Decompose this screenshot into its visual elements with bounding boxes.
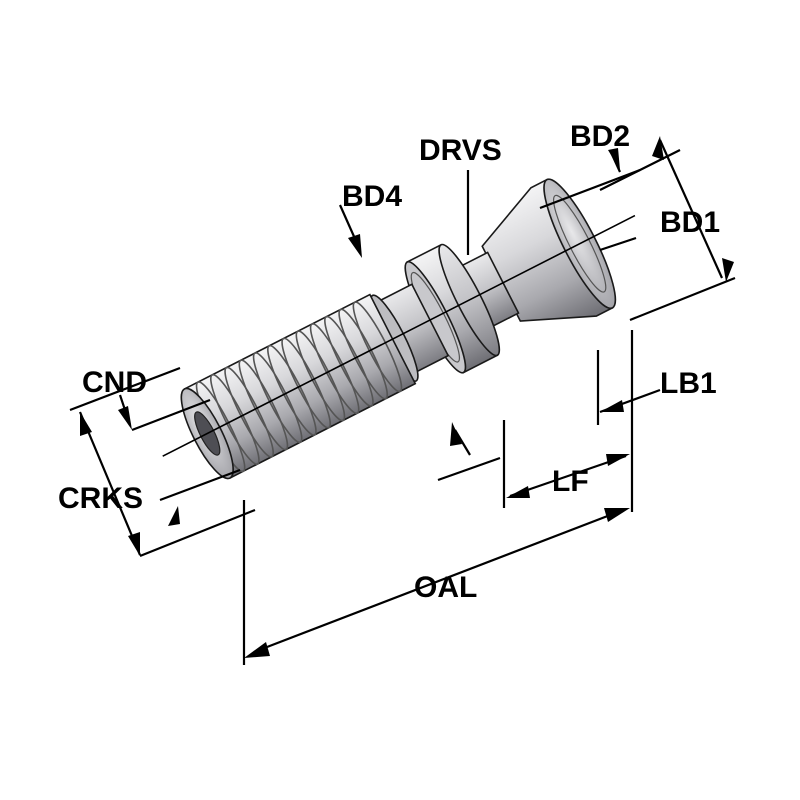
center-axis: [162, 214, 636, 457]
label-bd4: BD4: [342, 180, 402, 213]
dimension-labels: DRVS BD2 BD4 BD1 CND LB1 CRKS LF OAL: [58, 120, 720, 604]
label-cnd: CND: [82, 366, 147, 399]
dimension-lines: [69, 136, 736, 665]
label-oal: OAL: [414, 571, 477, 604]
label-crks: CRKS: [58, 482, 143, 515]
label-bd2: BD2: [570, 120, 630, 153]
pull-stud-part: [162, 178, 636, 480]
label-lb1: LB1: [660, 367, 717, 400]
label-bd1: BD1: [660, 206, 720, 239]
label-lf: LF: [552, 465, 589, 498]
label-drvs: DRVS: [419, 134, 502, 167]
